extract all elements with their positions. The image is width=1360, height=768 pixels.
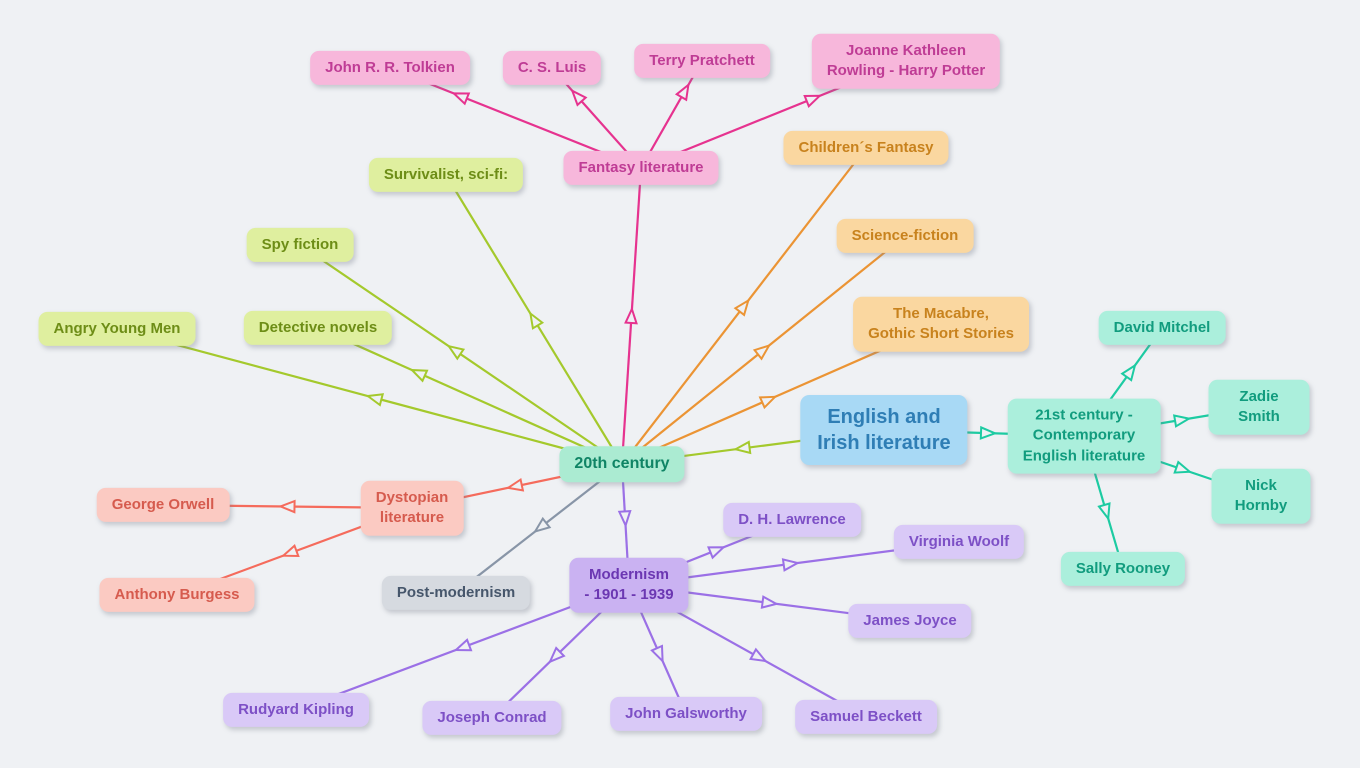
node-label: Joseph Conrad <box>437 708 547 726</box>
mindmap-node-macabre[interactable]: The Macabre, Gothic Short Stories <box>853 296 1029 352</box>
mindmap-node-postmodern[interactable]: Post-modernism <box>381 575 531 611</box>
node-label: George Orwell <box>111 495 215 513</box>
node-label: John Galsworthy <box>625 704 747 722</box>
node-label: John R. R. Tolkien <box>325 58 455 76</box>
mindmap-node-scifi[interactable]: Science-fiction <box>836 218 974 254</box>
node-label: Angry Young Men <box>53 319 181 337</box>
node-label: Fantasy literature <box>578 158 704 176</box>
node-label: Terry Pratchett <box>649 51 755 69</box>
edge-c20-detective <box>317 326 623 466</box>
mindmap-node-woolf[interactable]: Virginia Woolf <box>893 524 1025 560</box>
mindmap-node-survivalist[interactable]: Survivalist, sci-fi: <box>368 157 524 193</box>
arrowhead-modernism-lawrence <box>707 546 727 560</box>
arrowhead-c20-dystopian <box>505 477 525 492</box>
node-label: Modernism - 1901 - 1939 <box>584 565 674 603</box>
mindmap-node-pratchett[interactable]: Terry Pratchett <box>634 43 770 79</box>
arrowhead-fantasy-csluis <box>570 88 588 107</box>
arrowhead-fantasy-rowling <box>803 94 823 108</box>
mindmap-node-tolkien[interactable]: John R. R. Tolkien <box>310 50 470 86</box>
mindmap-node-spy[interactable]: Spy fiction <box>246 227 354 263</box>
node-label: C. S. Luis <box>517 58 587 76</box>
node-label: Detective novels <box>258 318 378 336</box>
node-label: Spy fiction <box>261 235 339 253</box>
arrowhead-c21-hornby <box>1173 460 1193 474</box>
node-label: Anthony Burgess <box>114 585 240 603</box>
arrowhead-c21-zadie <box>1172 414 1192 428</box>
arrowhead-c20-modernism <box>617 510 632 529</box>
arrowhead-root-c20 <box>732 440 752 455</box>
mindmap-node-rooney[interactable]: Sally Rooney <box>1060 551 1186 587</box>
arrowhead-modernism-woolf <box>781 558 801 572</box>
mindmap-node-hornby[interactable]: Nick Hornby <box>1211 468 1311 524</box>
arrowhead-c20-children <box>733 298 750 317</box>
node-label: David Mitchel <box>1113 318 1211 336</box>
arrowhead-c21-mitchel <box>1120 363 1137 382</box>
mindmap-node-c21[interactable]: 21st century - Contemporary English lite… <box>1007 398 1161 474</box>
node-label: Joanne Kathleen Rowling - Harry Potter <box>826 41 986 79</box>
mindmap-node-children[interactable]: Children´s Fantasy <box>783 130 949 166</box>
node-label: D. H. Lawrence <box>738 510 846 528</box>
node-label: Survivalist, sci-fi: <box>383 165 509 183</box>
mindmap-node-orwell[interactable]: George Orwell <box>96 487 230 523</box>
node-label: James Joyce <box>863 611 957 629</box>
arrowhead-c20-fantasy <box>624 306 638 325</box>
node-label: Science-fiction <box>851 226 959 244</box>
arrowhead-c21-rooney <box>1097 502 1111 522</box>
arrowhead-dystopian-burgess <box>280 543 300 558</box>
arrowhead-c20-survivalist <box>528 311 545 330</box>
node-label: 21st century - Contemporary English lite… <box>1022 406 1146 465</box>
arrowhead-fantasy-pratchett <box>674 82 690 102</box>
mindmap-node-burgess[interactable]: Anthony Burgess <box>99 577 255 613</box>
edge-fantasy-pratchett <box>640 60 703 169</box>
node-label: The Macabre, Gothic Short Stories <box>868 304 1014 342</box>
mindmap-node-dystopian[interactable]: Dystopian literature <box>360 480 464 536</box>
mindmap-node-lawrence[interactable]: D. H. Lawrence <box>723 502 861 538</box>
node-label: Samuel Beckett <box>810 707 922 725</box>
mindmap-node-rowling[interactable]: Joanne Kathleen Rowling - Harry Potter <box>811 33 1001 89</box>
mindmap-node-conrad[interactable]: Joseph Conrad <box>422 700 562 736</box>
arrowhead-c20-detective <box>409 368 429 383</box>
arrowhead-c20-scifi <box>752 343 772 361</box>
mindmap-node-root[interactable]: English and Irish literature <box>800 395 968 465</box>
arrowhead-modernism-conrad <box>548 646 566 664</box>
mindmap-node-detective[interactable]: Detective novels <box>243 310 393 346</box>
node-label: Dystopian literature <box>375 488 449 526</box>
arrowhead-modernism-galsworthy <box>650 644 664 664</box>
arrowhead-c20-macabre <box>758 395 778 410</box>
mindmap-node-fantasy[interactable]: Fantasy literature <box>563 150 719 186</box>
arrowhead-c20-spy <box>446 344 466 361</box>
arrowhead-dystopian-orwell <box>277 499 296 514</box>
mindmap-node-beckett[interactable]: Samuel Beckett <box>795 699 937 735</box>
node-label: Rudyard Kipling <box>238 700 354 718</box>
node-label: 20th century <box>574 455 670 473</box>
arrowhead-c20-angry <box>365 393 385 407</box>
mindmap-node-mitchel[interactable]: David Mitchel <box>1098 310 1226 346</box>
mindmap-node-joyce[interactable]: James Joyce <box>848 603 972 639</box>
node-label: English and Irish literature <box>817 406 951 454</box>
arrowhead-modernism-joyce <box>760 595 780 609</box>
arrowhead-fantasy-tolkien <box>451 92 471 106</box>
node-label: Sally Rooney <box>1075 559 1171 577</box>
mindmap-node-zadie[interactable]: Zadie Smith <box>1208 379 1310 435</box>
node-label: Zadie Smith <box>1238 387 1280 425</box>
arrowhead-modernism-beckett <box>749 647 768 663</box>
mindmap-node-modernism[interactable]: Modernism - 1901 - 1939 <box>569 557 689 613</box>
mindmap-node-kipling[interactable]: Rudyard Kipling <box>223 692 369 728</box>
arrowhead-modernism-kipling <box>453 638 473 652</box>
arrowhead-c20-postmodern <box>532 516 552 534</box>
node-label: Virginia Woolf <box>908 532 1010 550</box>
mindmap-node-c20[interactable]: 20th century <box>559 446 685 482</box>
node-label: Nick Hornby <box>1234 476 1288 514</box>
mindmap-node-csluis[interactable]: C. S. Luis <box>502 50 602 86</box>
arrowhead-root-c21 <box>979 425 998 440</box>
mindmap-node-angry[interactable]: Angry Young Men <box>38 311 196 347</box>
node-label: Children´s Fantasy <box>798 138 934 156</box>
node-label: Post-modernism <box>396 583 516 601</box>
mindmap-node-galsworthy[interactable]: John Galsworthy <box>610 696 762 732</box>
